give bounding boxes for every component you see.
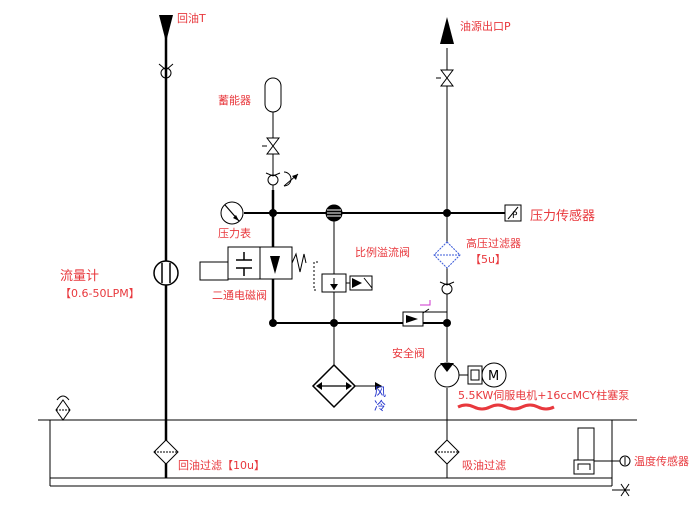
svg-text:P: P — [512, 211, 518, 221]
junction-dot — [269, 319, 277, 327]
motor-icon: M — [481, 362, 507, 388]
return-check-valve-icon — [158, 63, 174, 79]
outlet-shutoff-valve-icon — [436, 69, 454, 87]
pressure-sensor-icon: P — [504, 204, 522, 222]
accumulator-check-valve-icon — [265, 171, 299, 187]
svg-text:M: M — [488, 369, 499, 384]
junction-dot — [330, 319, 338, 327]
junction-dot — [269, 209, 277, 217]
pressure-sensor-label: 压力传感器 — [530, 208, 595, 224]
high-pressure-filter-icon — [433, 241, 461, 269]
proportional-relief-label: 比例溢流阀 — [355, 245, 410, 259]
junction-dot — [443, 209, 451, 217]
temperature-sensor-icon — [573, 427, 631, 475]
accumulator-shutoff-valve-icon — [262, 137, 280, 155]
flow-meter-label: 流量计 — [60, 269, 99, 284]
high-pressure-filter-label: 高压过滤器 — [466, 236, 521, 250]
motor-pump-label: 5.5KW伺服电机+16ccMCY柱塞泵 — [458, 388, 629, 402]
return-filter-icon — [153, 439, 179, 465]
two-way-solenoid-label: 二通电磁阀 — [212, 288, 267, 302]
safety-valve-label: 安全阀 — [392, 346, 425, 360]
flow-meter-range: 【0.6-50LPM】 — [60, 287, 140, 300]
air-cooling-label-1: 风 — [374, 385, 386, 399]
junctions — [269, 204, 451, 327]
suction-filter-icon — [434, 439, 460, 465]
temperature-sensor-label: 温度传感器 — [634, 454, 689, 468]
pressure-gauge-label: 压力表 — [218, 226, 251, 240]
pump-check-valve-icon — [439, 281, 455, 295]
flow-meter-icon — [153, 260, 179, 286]
accumulator-icon — [264, 77, 282, 113]
pressure-gauge-icon — [220, 201, 244, 225]
pump-outlet-label: 油源出口P — [460, 19, 511, 33]
high-pressure-filter-rating: 【5u】 — [470, 253, 506, 266]
air-cooling-label-2: 冷 — [374, 399, 386, 413]
accumulator-label: 蓄能器 — [218, 93, 251, 107]
two-way-solenoid-valve-icon — [199, 246, 307, 281]
coupling-icon — [459, 365, 483, 385]
junction-dot — [443, 319, 451, 327]
return-filter-label: 回油过滤【10u】 — [178, 458, 265, 472]
return-arrow-icon — [159, 15, 173, 42]
proportional-relief-valve-icon — [313, 261, 373, 293]
air-cooler-icon — [311, 363, 382, 409]
safety-valve-icon — [402, 300, 431, 327]
pump-icon — [434, 362, 460, 388]
return-oil-label: 回油T — [177, 11, 206, 25]
tank-breather-icon — [55, 395, 71, 421]
drain-valve-icon — [612, 483, 630, 497]
suction-filter-label: 吸油过滤 — [462, 458, 506, 472]
scribble-mark — [457, 403, 555, 411]
outlet-arrow-icon — [440, 17, 454, 44]
oil-tank — [38, 419, 637, 487]
